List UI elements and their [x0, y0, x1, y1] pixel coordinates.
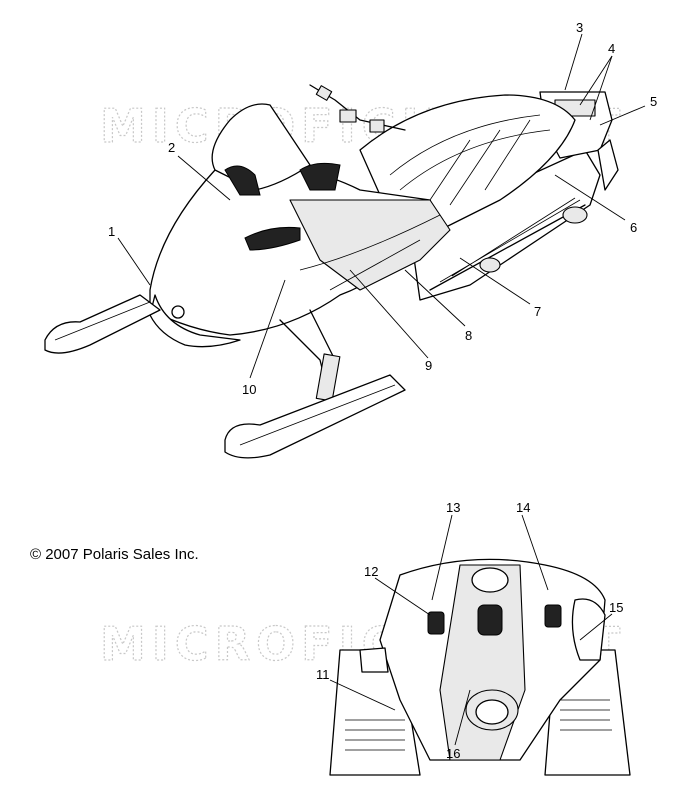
callout-2: 2 [168, 140, 175, 155]
snowmobile-front-view [329, 558, 631, 776]
callout-4: 4 [608, 41, 615, 56]
callout-8: 8 [465, 328, 472, 343]
callout-1: 1 [108, 224, 115, 239]
callout-11: 11 [316, 667, 330, 682]
callout-15: 15 [609, 600, 623, 615]
callout-5: 5 [650, 94, 657, 109]
callout-6: 6 [630, 220, 637, 235]
callout-7: 7 [534, 304, 541, 319]
callout-10: 10 [242, 382, 256, 397]
callout-12: 12 [364, 564, 378, 579]
callout-13: 13 [446, 500, 460, 515]
copyright-notice: © 2007 Polaris Sales Inc. [30, 546, 199, 563]
leader-lines [117, 33, 646, 746]
callout-9: 9 [425, 358, 432, 373]
snowmobile-side-view [44, 84, 619, 459]
callout-labels: 1 2 3 4 5 6 7 8 9 10 11 12 13 14 15 16 [108, 20, 657, 761]
callout-3: 3 [576, 20, 583, 35]
callout-16: 16 [446, 746, 460, 761]
callout-14: 14 [516, 500, 530, 515]
